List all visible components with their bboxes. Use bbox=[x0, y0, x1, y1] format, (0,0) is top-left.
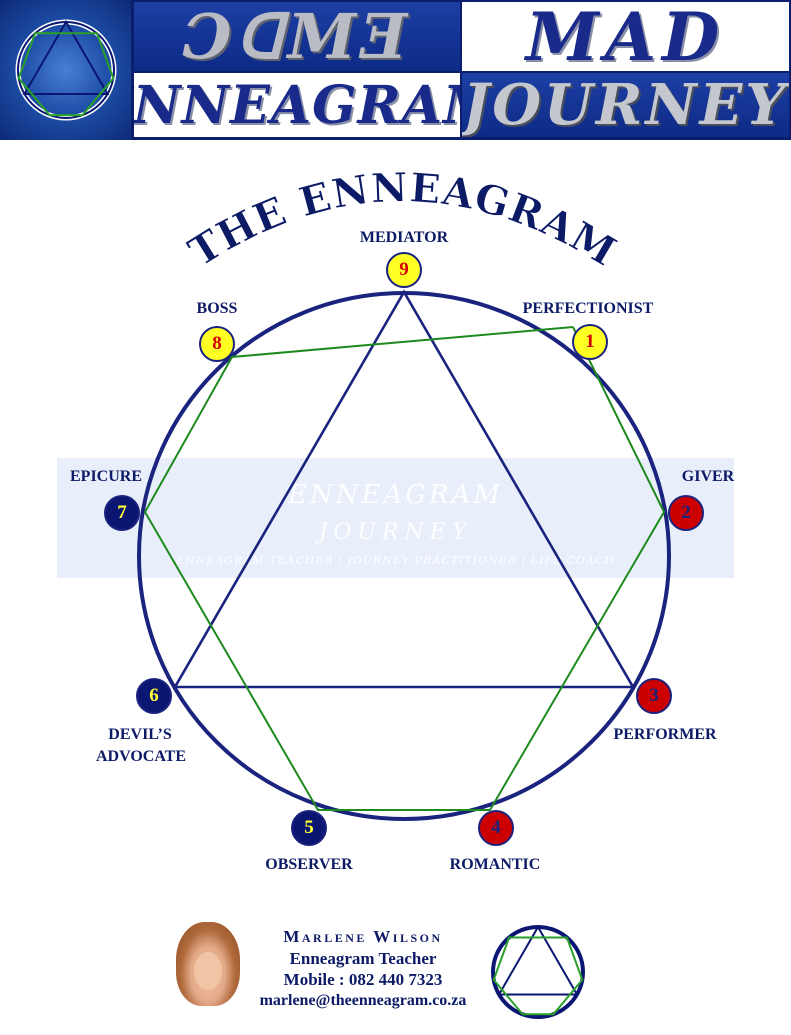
contact-role: Enneagram Teacher bbox=[289, 949, 437, 968]
type-1-node[interactable]: 1 bbox=[572, 324, 608, 360]
banner-tile-bottom-right: JOURNEY bbox=[462, 73, 789, 137]
banner-tile-top-left: ƆᗡMƎ bbox=[134, 2, 460, 71]
watermark-line-3: ENNEAGRAM TEACHER | JOURNEY PRACTITIONER… bbox=[175, 554, 615, 567]
type-9-node[interactable]: 9 bbox=[386, 252, 422, 288]
type-7-label: EPICURE bbox=[69, 468, 143, 485]
banner-text-top-right: MAD bbox=[525, 2, 726, 71]
header-banner: ƆᗡMƎ MAD ENNEAGRAM JOURNEY bbox=[0, 0, 791, 140]
contact-block: Marlene Wilson Enneagram Teacher Mobile … bbox=[240, 926, 486, 1012]
type-8-node[interactable]: 8 bbox=[199, 326, 235, 362]
watermark-line-1: ENNEAGRAM bbox=[288, 480, 503, 510]
type-4-node[interactable]: 4 bbox=[478, 810, 514, 846]
type-2-label: GIVER bbox=[681, 468, 735, 485]
hexad-lines bbox=[143, 326, 666, 811]
banner-text-bottom-right: JOURNEY bbox=[462, 73, 789, 137]
type-7-number: 7 bbox=[117, 502, 127, 523]
type-3-number: 3 bbox=[649, 685, 659, 706]
type-8-label: BOSS bbox=[196, 300, 238, 317]
contact-mobile: Mobile : 082 440 7323 bbox=[283, 970, 443, 989]
type-1-label: PERFECTIONIST bbox=[522, 300, 654, 317]
type-4-number: 4 bbox=[491, 817, 501, 838]
enneagram-logo-icon bbox=[15, 19, 117, 121]
type-6-label-line-2: ADVOCATE bbox=[95, 748, 187, 765]
type-3-node[interactable]: 3 bbox=[636, 678, 672, 714]
title-arc: THE ENNEAGRAM bbox=[180, 164, 624, 270]
type-5-node[interactable]: 5 bbox=[291, 810, 327, 846]
watermark-band: ENNEAGRAM JOURNEY ENNEAGRAM TEACHER | JO… bbox=[57, 458, 734, 578]
type-6-node[interactable]: 6 bbox=[136, 678, 172, 714]
footer-enneagram-icon bbox=[491, 925, 585, 1019]
type-7-node[interactable]: 7 bbox=[104, 495, 140, 531]
inner-triangle bbox=[172, 289, 636, 689]
contact-name: Marlene Wilson bbox=[283, 927, 443, 946]
type-4-label: ROMANTIC bbox=[449, 856, 541, 873]
type-8-number: 8 bbox=[212, 333, 222, 354]
type-3-label: PERFORMER bbox=[613, 726, 717, 743]
type-9-label: MEDIATOR bbox=[359, 229, 449, 246]
type-9-number: 9 bbox=[399, 259, 409, 280]
contact-email-link[interactable]: marlene@theenneagram.co.za bbox=[259, 992, 467, 1009]
type-2-number: 2 bbox=[681, 502, 691, 523]
avatar bbox=[176, 922, 240, 1006]
banner-text-top-left: ƆᗡMƎ bbox=[182, 2, 412, 71]
banner-tile-bottom-left: ENNEAGRAM bbox=[134, 73, 460, 137]
type-1-number: 1 bbox=[585, 331, 595, 352]
outer-circle bbox=[137, 291, 671, 821]
type-2-node[interactable]: 2 bbox=[668, 495, 704, 531]
type-6-number: 6 bbox=[149, 685, 159, 706]
type-5-number: 5 bbox=[304, 817, 314, 838]
banner-logo bbox=[0, 0, 131, 140]
type-6-label-line-1: DEVIL’S bbox=[108, 726, 172, 743]
banner-text-bottom-left: ENNEAGRAM bbox=[134, 74, 460, 136]
watermark-line-2: JOURNEY bbox=[318, 520, 473, 545]
type-5-label: OBSERVER bbox=[265, 856, 353, 873]
banner-tile-top-right: MAD bbox=[462, 2, 789, 71]
